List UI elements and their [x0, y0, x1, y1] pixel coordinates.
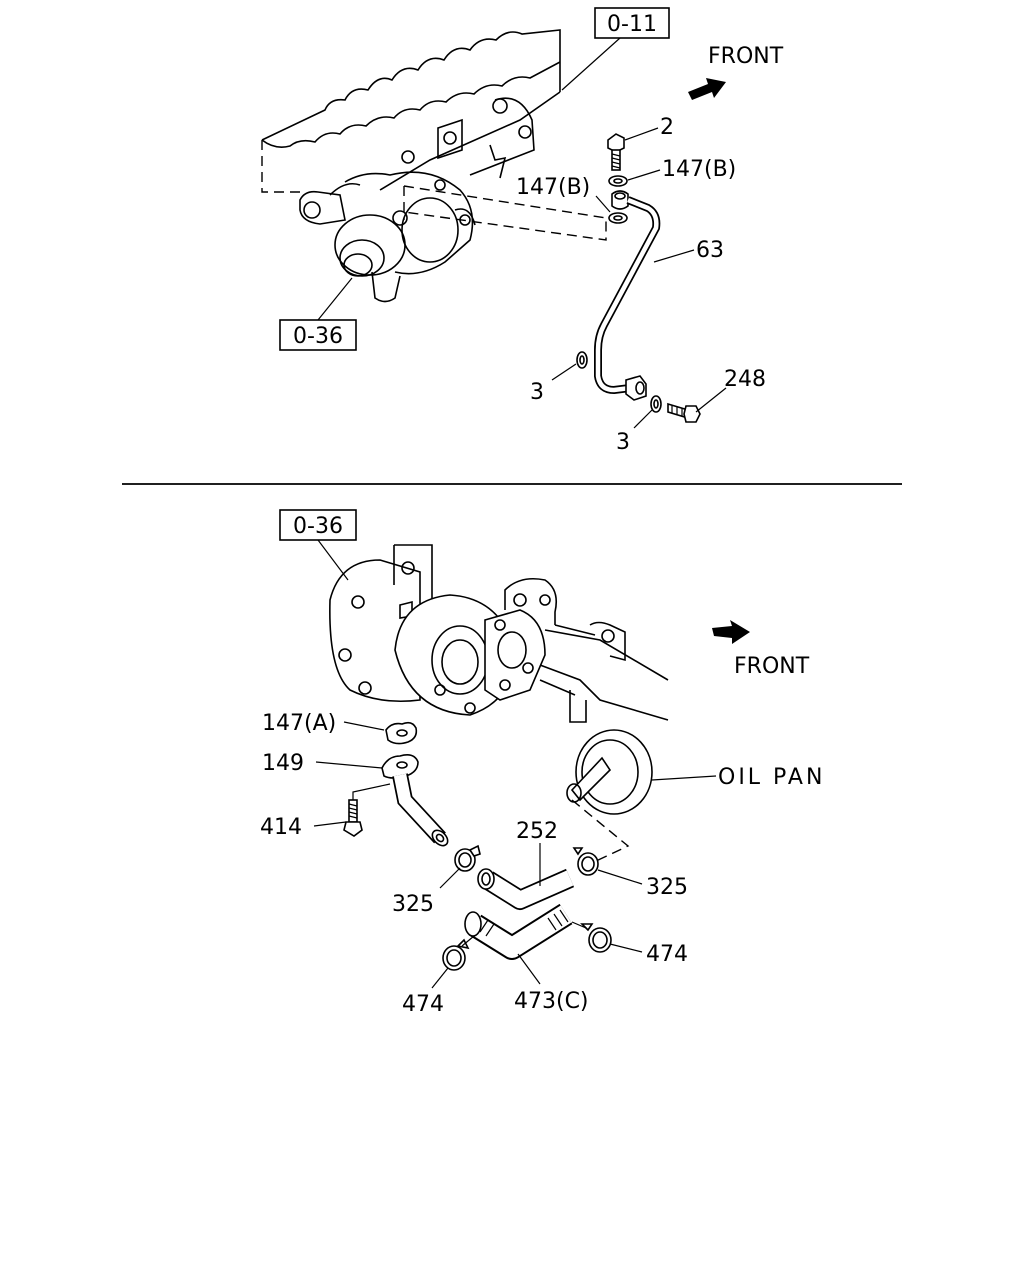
lower-union-fitting-icon [625, 375, 647, 401]
callout-147a: 147(A) [262, 711, 336, 736]
oil-feed-pipe-63-inner [595, 197, 659, 393]
callout-473c: 473(C) [514, 989, 589, 1014]
connector-dashed-bottom [571, 799, 630, 863]
clamp-325-right-icon [572, 847, 599, 876]
front-label-bottom: FRONT [734, 654, 810, 679]
engine-block-illustration [261, 29, 561, 193]
leader-0-11 [561, 37, 621, 91]
washer-3-upper-icon [576, 351, 588, 369]
ref-box-0-11-label: 0-11 [607, 12, 657, 37]
washer-3-lower-hole-icon [653, 399, 659, 409]
clamp-474-right-icon [580, 923, 612, 953]
front-arrow-top-icon [688, 78, 726, 100]
callout-325-right: 325 [646, 875, 688, 900]
washer-3-lower-icon [650, 395, 662, 413]
gasket-147a-icon [385, 721, 418, 745]
hose-252-icon [477, 868, 575, 910]
washer-147b-lower-hole-icon [613, 215, 623, 221]
washer-147b-lower-icon [608, 212, 628, 224]
leader-147b-right [627, 169, 661, 181]
leader-325-left [439, 867, 461, 889]
callout-252: 252 [516, 819, 558, 844]
pipe-union-fitting-icon [611, 190, 629, 210]
turbocharger-illustration [299, 171, 476, 303]
callout-63: 63 [696, 238, 724, 263]
callout-248: 248 [724, 367, 766, 392]
callout-414: 414 [260, 815, 302, 840]
leader-63 [653, 249, 695, 263]
ref-box-0-36-top [279, 319, 357, 351]
washer-147b-upper-hole-icon [613, 178, 623, 184]
callout-147b-right: 147(B) [662, 157, 736, 182]
oil-pan-label: OIL PAN [718, 765, 825, 790]
gasket-147a-hole-icon [396, 729, 408, 737]
leader-414-connector [352, 783, 391, 800]
washer-147b-upper-icon [608, 175, 628, 187]
hose-473c-icon [464, 903, 573, 960]
leader-248 [695, 387, 727, 413]
oil-pan-fitting-illustration [566, 729, 653, 815]
ref-box-0-36-bottom [279, 509, 357, 541]
leader-414 [313, 821, 347, 827]
leader-3-upper [551, 363, 577, 381]
leader-2 [624, 127, 659, 141]
leader-474-left [431, 967, 449, 989]
callout-474-right: 474 [646, 942, 688, 967]
top-section: 0-11 0-36 FRONT 2 147(B) [261, 7, 784, 455]
callout-2: 2 [660, 115, 674, 140]
ref-box-0-36-top-label: 0-36 [293, 324, 343, 349]
callout-3-upper: 3 [530, 380, 544, 405]
oil-feed-pipe-63 [594, 196, 661, 394]
callout-474-left: 474 [402, 992, 444, 1017]
leader-149 [315, 761, 383, 769]
leader-0-36-top [317, 277, 353, 321]
clamp-325-left-icon [454, 844, 481, 872]
bolt-414-icon [343, 799, 363, 837]
bolt-248-icon [667, 402, 701, 423]
bottom-section: 0-36 [260, 509, 825, 1017]
front-arrow-bottom-icon [712, 620, 750, 644]
leader-147a [343, 721, 385, 731]
leader-473c [517, 953, 541, 985]
ref-box-0-11 [594, 7, 670, 39]
leader-474-right-a [571, 921, 587, 929]
leader-oil-pan [651, 775, 717, 781]
ref-box-0-36-bottom-label: 0-36 [293, 514, 343, 539]
turbo-engine-side-illustration [329, 544, 669, 723]
front-label-top: FRONT [708, 44, 784, 69]
leader-474-right [609, 943, 643, 953]
bolt-2-icon [607, 133, 625, 171]
pipe-149-icon [381, 754, 449, 847]
connector-dashed-top [403, 185, 607, 241]
callout-147b-left: 147(B) [516, 175, 590, 200]
washer-3-upper-hole-icon [579, 355, 585, 365]
callout-325-left: 325 [392, 892, 434, 917]
clamp-474-left-icon [442, 938, 470, 971]
leader-147b-left [595, 195, 611, 213]
leader-474-left-a [461, 935, 475, 947]
callout-3-lower: 3 [616, 430, 630, 455]
leader-3-lower [633, 409, 653, 429]
callout-149: 149 [262, 751, 304, 776]
leader-325-right [597, 869, 643, 885]
